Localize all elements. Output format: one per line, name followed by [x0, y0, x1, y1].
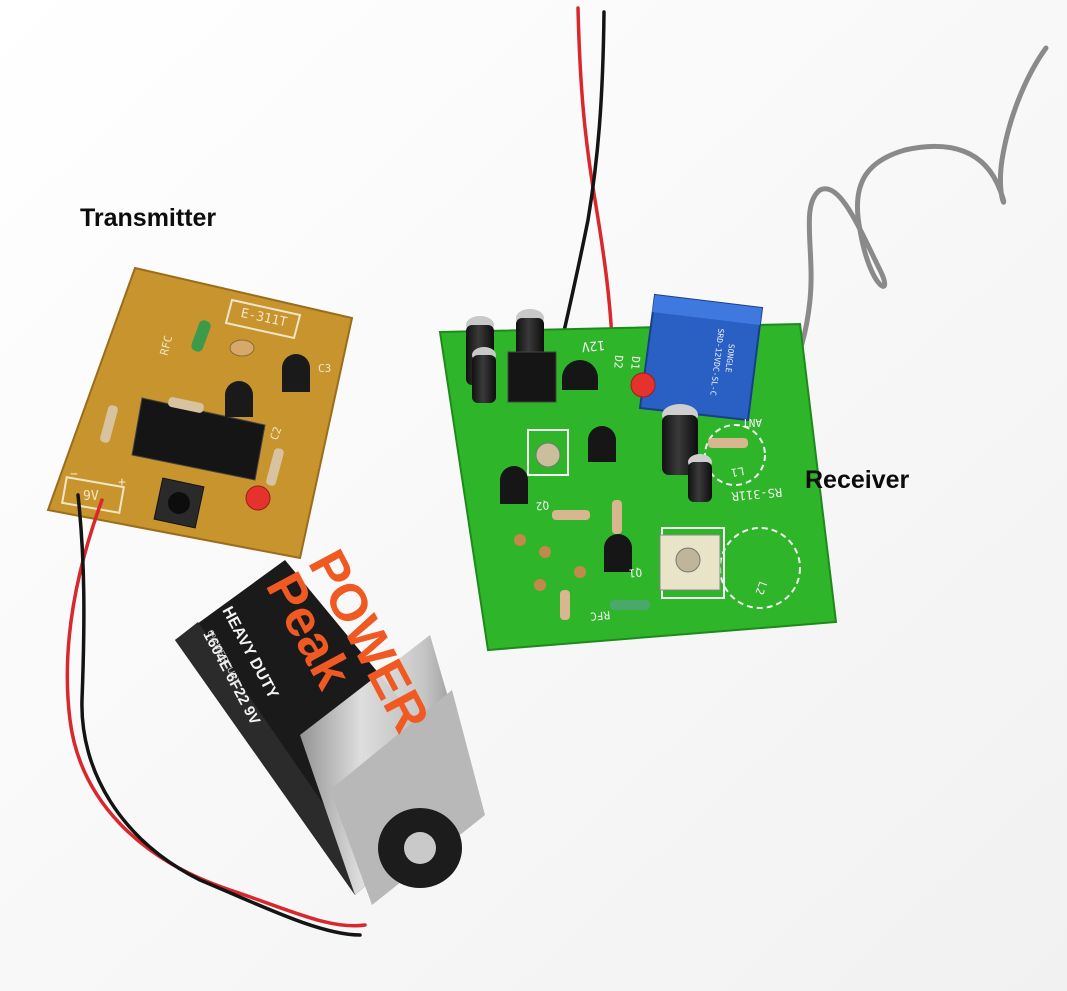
rx-label-d2: D2	[611, 355, 625, 369]
rx-label-12v: 12V	[581, 337, 606, 354]
rx-label-q2: Q2	[535, 498, 549, 512]
tx-label-c2: C2	[268, 425, 285, 442]
receiver-board: 12V D2 D1 ANT RS-311R Q1 Q2 RFC L1 L2 SO…	[438, 293, 838, 652]
receiver-caption: Receiver	[805, 466, 910, 494]
tx-label-9v: 9V	[83, 489, 99, 504]
rx-label-ant: ANT	[742, 416, 762, 429]
rx-label-q1: Q1	[628, 565, 642, 579]
rx-label-d1: D1	[628, 356, 642, 370]
receiver-power-wires	[560, 6, 614, 342]
receiver-antenna-wire	[755, 45, 1049, 433]
tx-label-minus: −	[70, 467, 78, 482]
tx-label-c3: C3	[318, 362, 331, 375]
rx-label-l1: L1	[730, 464, 745, 479]
rx-label-rfc: RFC	[590, 608, 611, 623]
tx-label-rfc: RFC	[158, 334, 176, 357]
relay-brand: SONGLE	[723, 343, 735, 373]
rx-model-label: RS-311R	[730, 485, 782, 503]
battery-clip-wires	[65, 493, 367, 937]
transmitter-board: E-311T 9V − + RFC C3 C2	[46, 266, 354, 560]
rx-label-l2: L2	[752, 580, 769, 597]
tx-label-plus: +	[118, 475, 126, 490]
transmitter-caption: Transmitter	[80, 204, 217, 232]
